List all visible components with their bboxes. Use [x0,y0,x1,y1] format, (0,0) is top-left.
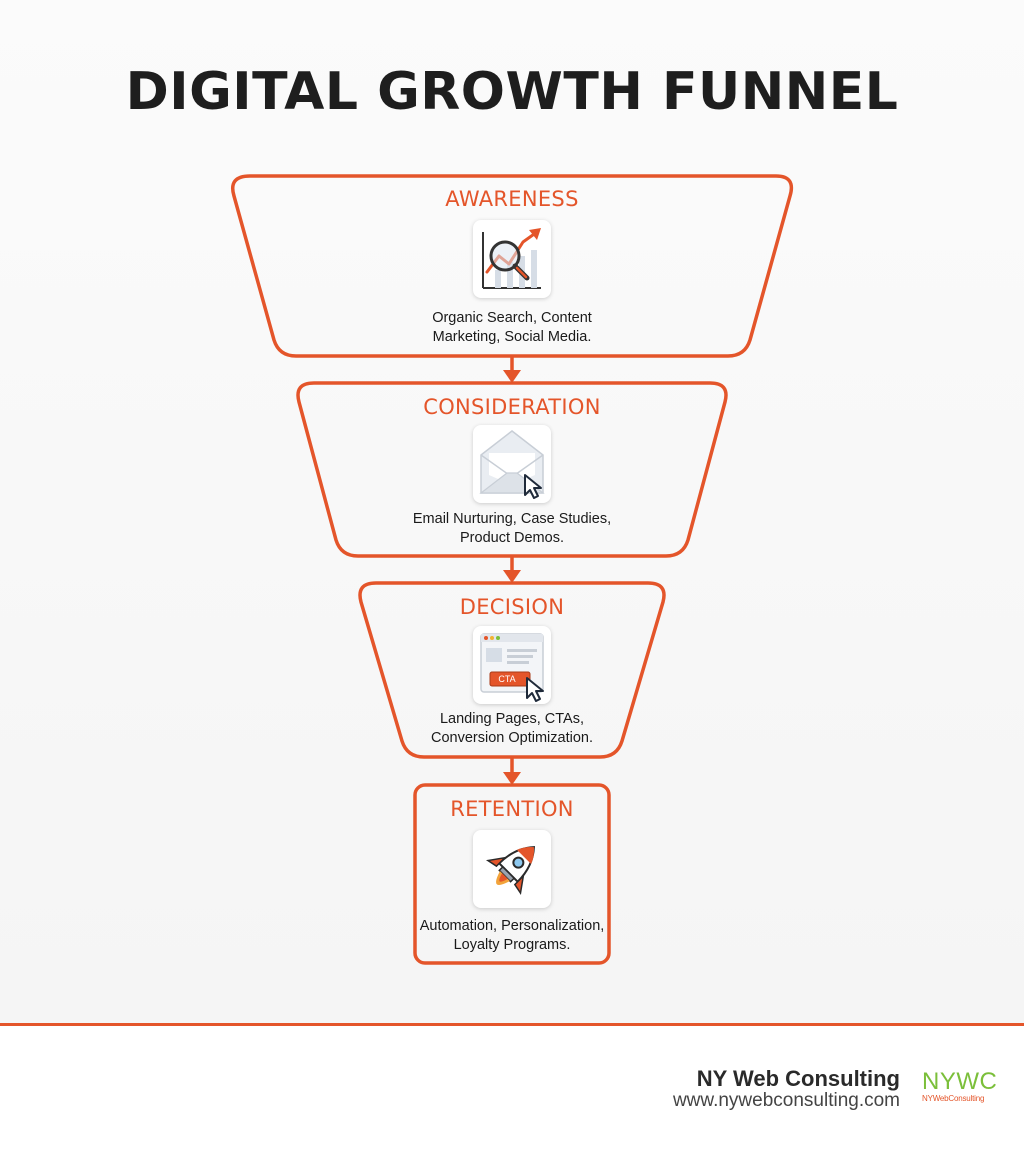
funnel-diagram [231,174,794,965]
magnifier-chart-icon [482,228,541,289]
description-line: Marketing, Social Media. [432,329,592,345]
logo-text: NYWC [922,1068,998,1095]
logo-subtext: NYWebConsulting [922,1094,985,1103]
stage-title-awareness: AWARENESS [445,187,579,211]
stage-title-consideration: CONSIDERATION [423,395,601,419]
nywc-logo: NYWC NYWebConsulting [922,1070,1006,1104]
description-line: Product Demos. [460,530,564,546]
cta-label: CTA [498,674,515,684]
description-line: Organic Search, Content [432,310,592,326]
landing-page-cta-icon: CTA [480,633,544,702]
description-line: Loyalty Programs. [453,937,571,953]
description-line: Automation, Personalization, [419,918,605,934]
decision-icon-card: CTA [473,626,551,704]
retention-icon-card [473,830,551,908]
consideration-icon-card [473,425,551,503]
decision-stage-shape [358,581,666,759]
envelope-cursor-icon [479,430,545,499]
company-name: NY Web Consulting [696,1066,900,1091]
stage-title-retention: RETENTION [450,797,574,821]
awareness-icon-card [473,220,551,298]
footer-divider [0,1023,1024,1026]
description-line: Email Nurturing, Case Studies, [412,511,612,527]
description-line: Landing Pages, CTAs, [439,711,584,727]
connector-arrow [503,356,521,785]
footer [0,1026,1024,1154]
stage-description-awareness: Organic Search, Content Marketing, Socia… [362,309,662,347]
stage-description-retention: Automation, Personalization, Loyalty Pro… [362,917,662,955]
stage-description-consideration: Email Nurturing, Case Studies, Product D… [362,510,662,548]
consideration-stage-shape [296,381,728,558]
stage-description-decision: Landing Pages, CTAs, Conversion Optimiza… [362,710,662,748]
company-url[interactable]: www.nywebconsulting.com [672,1090,900,1111]
awareness-stage-shape [231,174,794,358]
description-line: Conversion Optimization. [431,730,593,746]
page-title: DIGITAL GROWTH FUNNEL [125,62,899,122]
stage-title-decision: DECISION [459,595,565,619]
rocket-icon [485,846,535,896]
